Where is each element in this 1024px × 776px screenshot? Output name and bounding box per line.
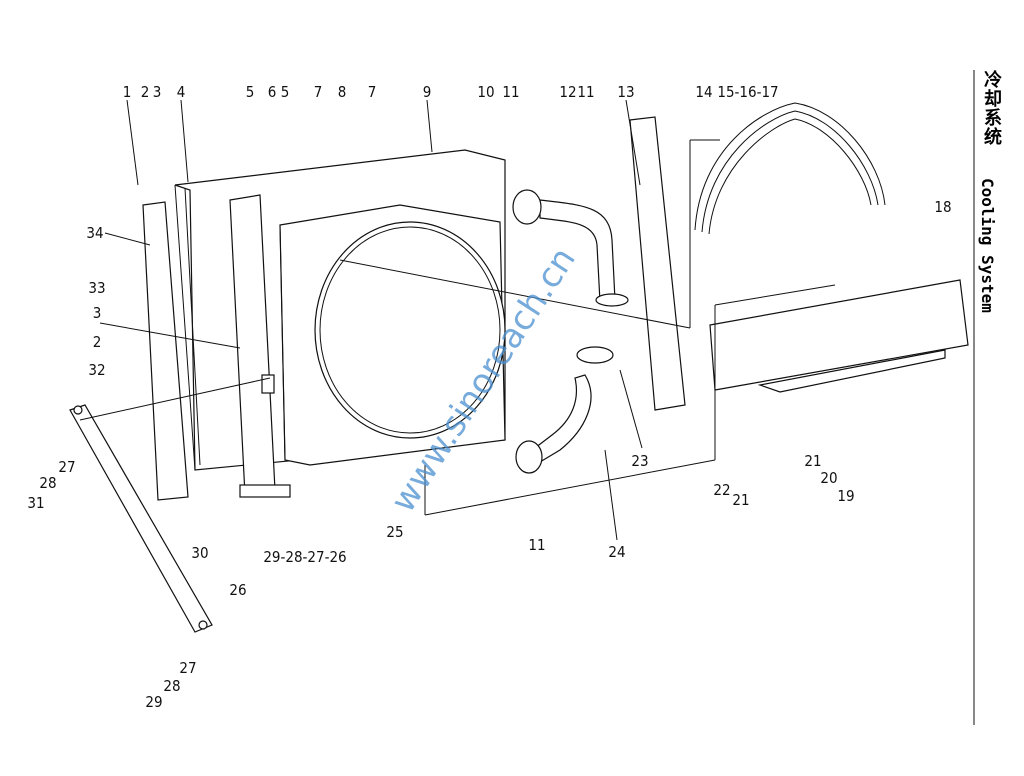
side-bracket [229,194,291,498]
label-27: 27 [58,458,75,476]
label-4: 4 [177,83,186,101]
label-3: 3 [153,83,162,101]
label-2: 2 [141,83,150,101]
label-29: 29 [145,693,162,711]
label-8: 8 [338,83,347,101]
label-30: 30 [191,544,208,562]
label-34: 34 [86,224,103,242]
support-bar-30 [69,404,213,633]
label-24: 24 [608,543,625,561]
title-chinese: 冷却系统 [981,70,1002,146]
label-18: 18 [934,198,951,216]
label-21: 21 [732,491,749,509]
fan-shroud [279,204,506,466]
label-11c: 11 [528,536,545,554]
label-1: 1 [123,83,132,101]
label-5b: 5 [281,83,290,101]
label-14: 14 [695,83,712,101]
label-23: 23 [631,452,648,470]
seal-strip-34 [142,201,189,501]
label-32: 32 [88,361,105,379]
label-11b: 11 [577,83,594,101]
label-7: 7 [314,83,323,101]
label-7b: 7 [368,83,377,101]
label-20: 20 [820,469,837,487]
label-11: 11 [502,83,519,101]
label-28: 28 [39,474,56,492]
fan-guard-14 [694,102,886,235]
label-29-28-27-26: 29-28-27-26 [263,548,346,566]
guard-plate-18 [709,279,969,393]
seal-strip-13 [629,116,686,411]
label-31: 31 [27,494,44,512]
label-26: 26 [229,581,246,599]
label-28b: 28 [163,677,180,695]
leader-lines [79,99,836,541]
label-5: 5 [246,83,255,101]
upper-hose-12 [512,189,629,307]
label-27b: 27 [179,659,196,677]
label-21b: 21 [804,452,821,470]
label-33: 33 [88,279,105,297]
label-22: 22 [713,481,730,499]
label-12: 12 [559,83,576,101]
title-english: Cooling System [978,178,997,313]
label-2b: 2 [93,333,102,351]
label-13: 13 [617,83,634,101]
label-25: 25 [386,523,403,541]
part-labels: 1 2 3 4 5 6 5 7 8 7 9 10 11 12 11 13 14 … [27,83,951,711]
label-3b: 3 [93,304,102,322]
label-6: 6 [268,83,277,101]
label-19: 19 [837,487,854,505]
label-9: 9 [423,83,432,101]
lower-hose-24 [515,346,614,474]
label-15-16-17: 15-16-17 [717,83,778,101]
label-10: 10 [477,83,494,101]
